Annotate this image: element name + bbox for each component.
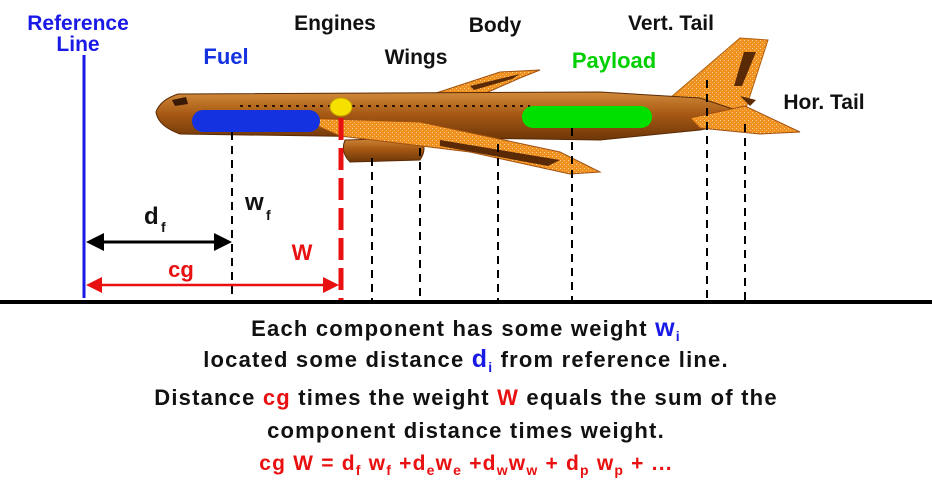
wf-label: w xyxy=(244,189,264,216)
wf-label-subscript: f xyxy=(266,207,271,223)
W-label: W xyxy=(292,240,313,265)
caption-line-4: component distance times weight. xyxy=(267,418,665,443)
fuel-tank xyxy=(192,110,320,132)
reference-label-line1: Reference xyxy=(27,12,129,35)
fuel-label: Fuel xyxy=(203,44,248,69)
cg-equation: cg W = df wf +dewe +dwww + dp wp + ... xyxy=(259,452,673,478)
caption-line-2: located some distance di from reference … xyxy=(203,345,729,375)
horizontal-tail-marking xyxy=(740,96,756,106)
ground-line xyxy=(0,300,932,304)
payload-bay xyxy=(522,106,652,128)
df-label: d xyxy=(144,203,159,230)
vertical-tail-marking xyxy=(734,52,756,86)
body-label: Body xyxy=(469,14,522,37)
cg-label: cg xyxy=(168,257,194,282)
cg-arrow xyxy=(86,277,339,293)
caption-line-3: Distance cg times the weight W equals th… xyxy=(154,385,778,410)
horizontal-tail xyxy=(688,105,801,135)
reference-label-line2: Line xyxy=(56,33,99,56)
cg-dot xyxy=(329,97,353,117)
payload-label: Payload xyxy=(572,48,656,73)
vert-tail-label: Vert. Tail xyxy=(628,12,714,35)
engines-label: Engines xyxy=(294,12,376,35)
wings-label: Wings xyxy=(385,46,448,69)
hor-tail-label: Hor. Tail xyxy=(783,91,864,114)
near-wing-stripe xyxy=(440,140,560,166)
cockpit-window xyxy=(172,97,188,106)
df-label-subscript: f xyxy=(161,219,166,235)
far-wing-stripe xyxy=(470,74,520,90)
caption-line-1: Each component has some weight wi xyxy=(251,314,681,344)
df-arrow xyxy=(86,233,232,251)
